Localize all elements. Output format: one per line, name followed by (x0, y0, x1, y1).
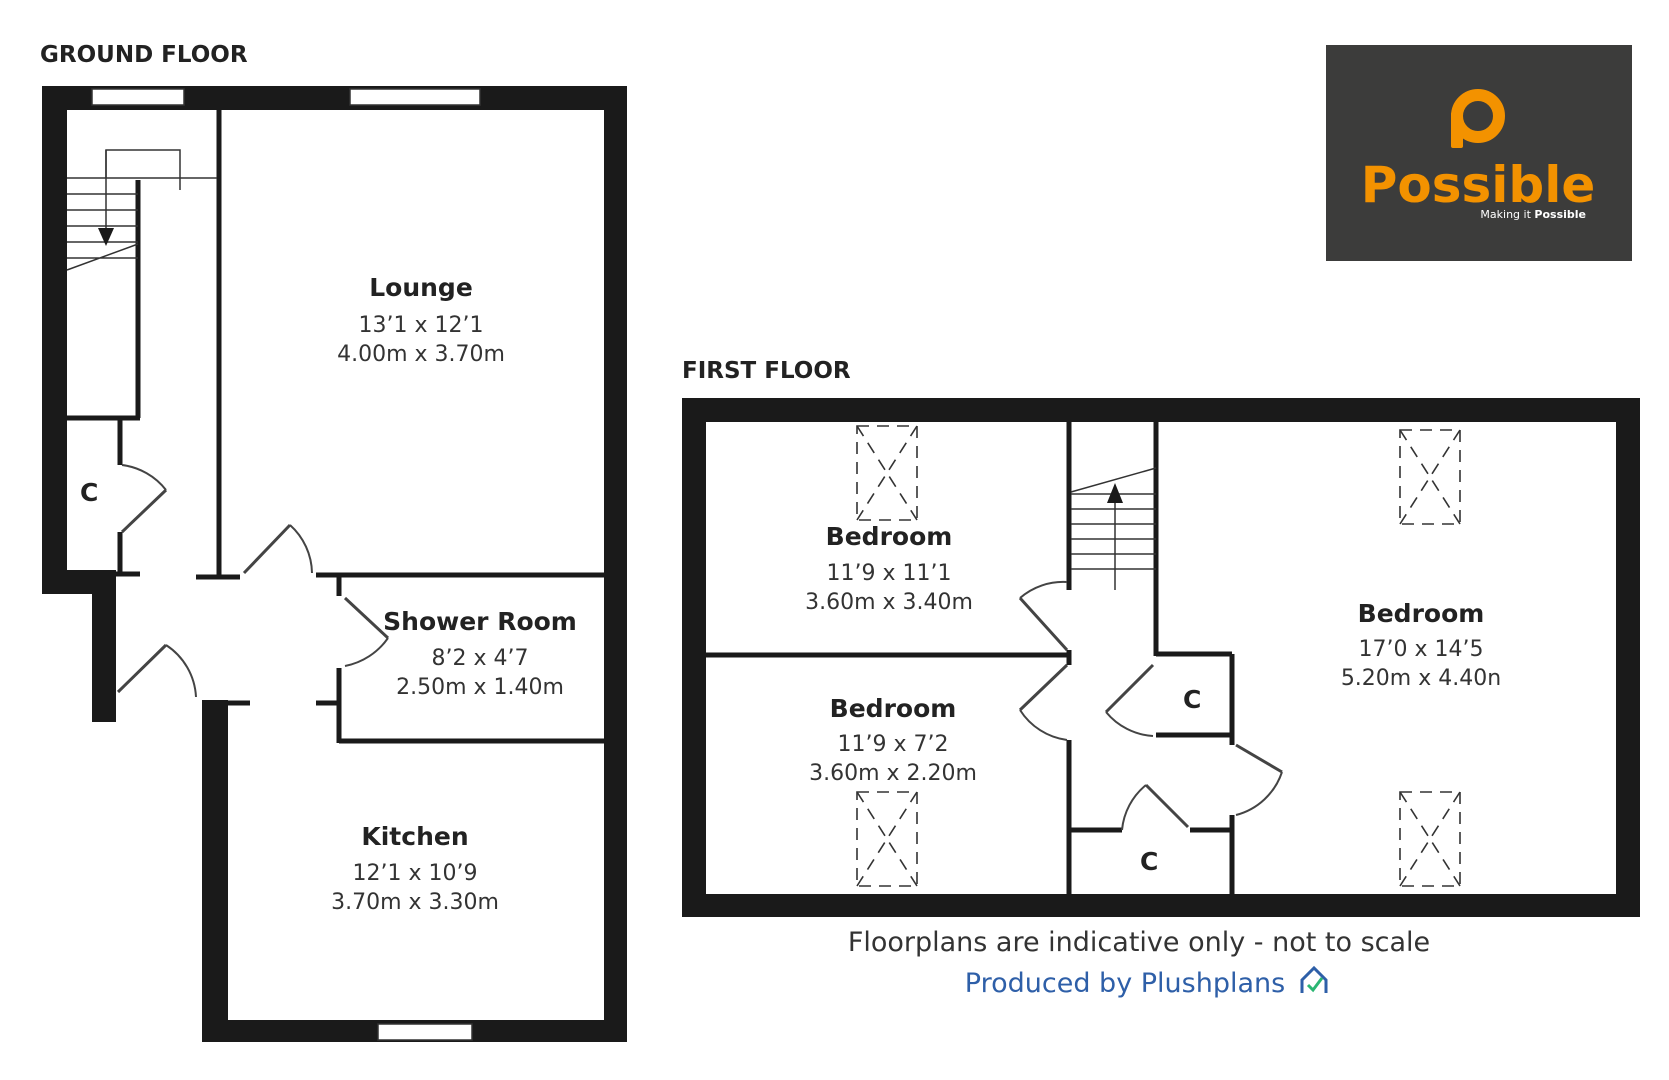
window (377, 1023, 473, 1041)
brand-name: Possible (1361, 156, 1596, 214)
room-name: Bedroom (826, 522, 953, 551)
ground-floor: GROUND FLOOR (40, 42, 627, 1042)
produced-by-text: Produced by Plushplans (965, 968, 1285, 999)
room-dimensions-metric: 3.60m x 2.20m (809, 761, 977, 786)
room-dimensions-imperial: 8’2 x 4’7 (432, 646, 529, 671)
brand-tagline: Making it Possible (1480, 208, 1586, 221)
room-shower-room: Shower Room 8’2 x 4’7 2.50m x 1.40m (383, 607, 577, 700)
room-dimensions-metric: 3.70m x 3.30m (331, 890, 499, 915)
room-name: Bedroom (1358, 599, 1485, 628)
skylight (1399, 429, 1461, 525)
first-floor-doors (1018, 580, 1283, 831)
room-name: Bedroom (830, 694, 957, 723)
skylight-cross (1399, 429, 1461, 525)
room-dimensions-metric: 5.20m x 4.40n (1341, 666, 1501, 691)
skylight (1399, 791, 1461, 887)
skylight-cross (856, 791, 918, 887)
first-floor-interior-walls (706, 422, 1235, 894)
skylight-cross (856, 425, 918, 521)
room-name: Kitchen (361, 822, 468, 851)
ground-floor-label: GROUND FLOOR (40, 42, 248, 68)
brand-pin-icon (1451, 89, 1505, 148)
ground-floor-doors (116, 464, 390, 698)
disclaimer-text: Floorplans are indicative only - not to … (848, 927, 1430, 958)
first-floor-skylights (856, 425, 1461, 887)
first-floor-stairs (1070, 467, 1157, 590)
skylight-cross (1399, 791, 1461, 887)
ground-floor-stairs (66, 149, 217, 271)
window (349, 88, 481, 106)
brand-logo: Possible Making it Possible (1326, 45, 1632, 261)
room-bedroom-3: Bedroom 17’0 x 14’5 5.20m x 4.40n (1341, 599, 1501, 691)
first-floor-label: FIRST FLOOR (682, 358, 851, 384)
skylight (856, 425, 918, 521)
room-dimensions-metric: 4.00m x 3.70m (337, 342, 505, 367)
room-lounge: Lounge 13’1 x 12’1 4.00m x 3.70m (337, 273, 505, 367)
cupboard-label: C (80, 478, 98, 507)
room-dimensions-metric: 2.50m x 1.40m (396, 675, 564, 700)
room-dimensions-metric: 3.60m x 3.40m (805, 590, 973, 615)
room-bedroom-1: Bedroom 11’9 x 11’1 3.60m x 3.40m (805, 522, 973, 615)
skylight (856, 791, 918, 887)
room-dimensions-imperial: 12’1 x 10’9 (353, 861, 478, 886)
first-floor-walls (682, 398, 1640, 917)
cupboard-label: C (1140, 847, 1158, 876)
ground-floor-walls (42, 86, 627, 1042)
room-dimensions-imperial: 11’9 x 11’1 (827, 561, 952, 586)
room-dimensions-imperial: 13’1 x 12’1 (359, 313, 484, 338)
produced-by: Produced by Plushplans (965, 965, 1328, 999)
cupboard-label: C (1183, 685, 1201, 714)
plushplans-house-icon (1300, 965, 1328, 993)
room-dimensions-imperial: 11’9 x 7’2 (838, 732, 949, 757)
ground-floor-interior-walls (67, 110, 604, 744)
room-bedroom-2: Bedroom 11’9 x 7’2 3.60m x 2.20m (809, 694, 977, 786)
room-name: Shower Room (383, 607, 577, 636)
room-dimensions-imperial: 17’0 x 14’5 (1359, 637, 1484, 662)
first-floor: FIRST FLOOR (682, 358, 1640, 917)
room-name: Lounge (369, 273, 473, 302)
brand-panel (1326, 45, 1632, 261)
window (91, 88, 185, 106)
room-kitchen: Kitchen 12’1 x 10’9 3.70m x 3.30m (331, 822, 499, 915)
